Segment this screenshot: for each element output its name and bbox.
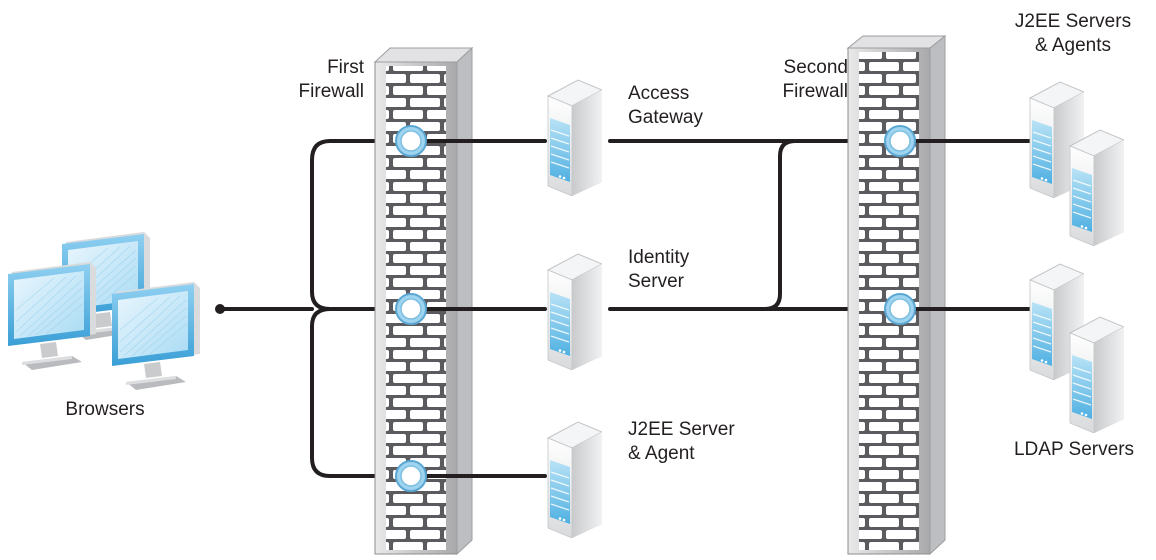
- desktop-monitor-icon: [111, 282, 201, 391]
- port-ring-icon: [884, 293, 916, 325]
- port-ring-icon: [395, 293, 427, 325]
- j2ee-servers-agents-label: J2EE Servers & Agents: [1014, 11, 1132, 56]
- port-ring-icon: [395, 460, 427, 492]
- access-gateway-server-icon: [547, 79, 602, 196]
- ldap-servers-label: LDAP Servers: [1013, 439, 1135, 460]
- second-firewall-label: Second Firewall: [782, 57, 848, 102]
- access-gateway-label: Access Gateway: [628, 83, 703, 128]
- identity-server-label: Identity Server: [628, 247, 690, 292]
- ldap-servers-front-icon: [1069, 316, 1124, 433]
- browsers-label: Browsers: [65, 399, 145, 420]
- identity-server-icon: [547, 253, 602, 370]
- j2ee-server-agent-label: J2EE Server & Agent: [628, 419, 735, 464]
- port-ring-icon: [884, 125, 916, 157]
- first-firewall-label: First Firewall: [298, 57, 364, 102]
- browser-connection-dot: [215, 304, 225, 314]
- port-ring-icon: [395, 125, 427, 157]
- desktop-monitor-icon: [7, 262, 97, 371]
- j2ee-servers-front-icon: [1069, 129, 1124, 246]
- j2ee-server-icon: [547, 421, 602, 538]
